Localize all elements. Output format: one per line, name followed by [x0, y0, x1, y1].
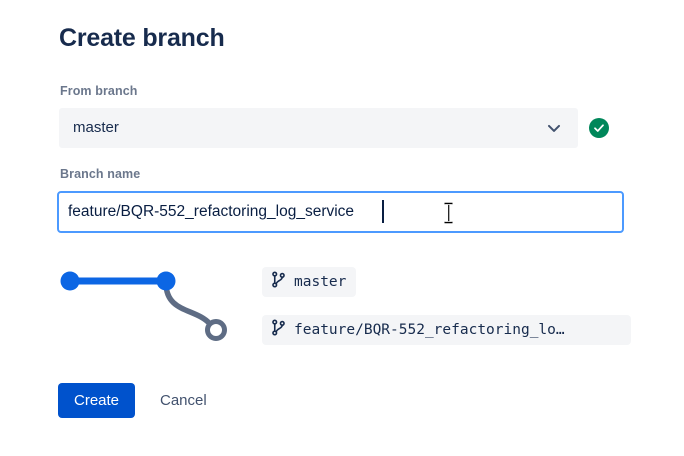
cancel-button[interactable]: Cancel	[152, 383, 215, 418]
branch-name-label: Branch name	[60, 167, 141, 181]
chevron-down-icon	[544, 118, 564, 138]
git-branch-icon	[271, 319, 286, 341]
git-branch-icon	[271, 271, 286, 293]
base-node-branchpoint	[156, 271, 176, 291]
from-branch-valid-badge	[589, 118, 609, 138]
text-ibeam-cursor	[442, 202, 455, 224]
new-branch-curve	[163, 280, 213, 327]
chip-feature: feature/BQR-552_refactoring_lo…	[262, 315, 631, 345]
from-branch-value: master	[73, 119, 119, 136]
branch-name-input[interactable]	[57, 191, 624, 233]
text-caret	[382, 200, 384, 223]
chip-feature-label: feature/BQR-552_refactoring_lo…	[294, 322, 565, 338]
branch-graph	[50, 258, 250, 353]
page-title: Create branch	[59, 24, 225, 52]
chip-master: master	[262, 267, 357, 297]
from-branch-label: From branch	[60, 84, 138, 98]
from-branch-row: master	[59, 108, 609, 148]
base-node-start	[60, 271, 80, 291]
new-branch-node	[205, 319, 227, 341]
from-branch-select[interactable]: master	[59, 108, 578, 148]
chip-master-label: master	[294, 274, 347, 290]
create-button[interactable]: Create	[58, 383, 136, 418]
